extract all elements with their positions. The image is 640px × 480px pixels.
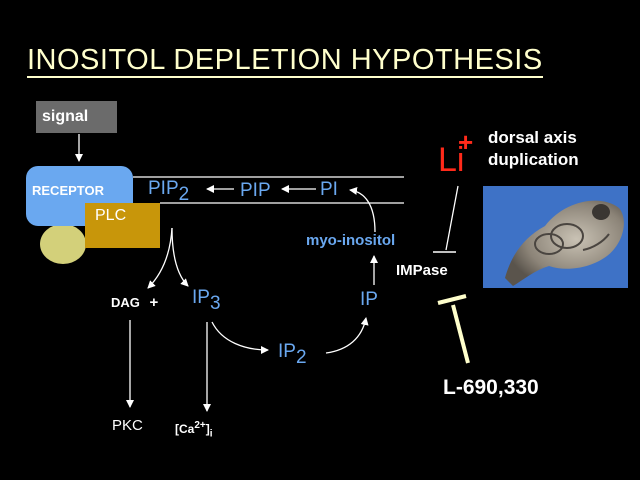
ip2-to-ip-arrow xyxy=(325,317,369,354)
g-protein-shape xyxy=(40,224,86,264)
inositol-to-pi-arrow xyxy=(349,186,376,233)
dag-label: DAG + xyxy=(111,294,159,311)
tadpole-image xyxy=(483,186,628,288)
impase-label: IMPase xyxy=(396,262,448,279)
tadpole-illustration xyxy=(483,186,628,288)
inhibitor-bar xyxy=(437,294,467,305)
pip2-to-ip3-arrow xyxy=(171,227,189,287)
ip-label: IP xyxy=(360,289,378,310)
lithium-inhibition-line xyxy=(445,185,459,251)
pip-label: PIP xyxy=(240,180,271,201)
calcium-label: [Ca2+]i xyxy=(175,420,213,440)
myo-inositol-label: myo-inositol xyxy=(306,232,396,249)
pi-label: PI xyxy=(320,179,338,200)
inhibitor-label: L-690,330 xyxy=(443,376,539,399)
plc-box: PLC xyxy=(85,203,160,248)
inhibitor-line xyxy=(451,304,470,364)
ip3-label: IP3 xyxy=(192,287,221,314)
signal-box: signal xyxy=(36,101,117,133)
ip2-label: IP2 xyxy=(278,341,307,368)
lithium-label: Li+ xyxy=(438,127,474,179)
plc-label: PLC xyxy=(95,207,127,224)
pip2-to-dag-arrow xyxy=(147,227,173,289)
receptor-label: RECEPTOR xyxy=(32,183,104,198)
pip2-label: PIP2 xyxy=(148,178,190,205)
pkc-label: PKC xyxy=(112,417,143,434)
ip3-to-ip2-arrow xyxy=(211,321,269,354)
page-title: INOSITOL DEPLETION HYPOTHESIS xyxy=(27,44,543,78)
signal-label: signal xyxy=(42,108,89,125)
